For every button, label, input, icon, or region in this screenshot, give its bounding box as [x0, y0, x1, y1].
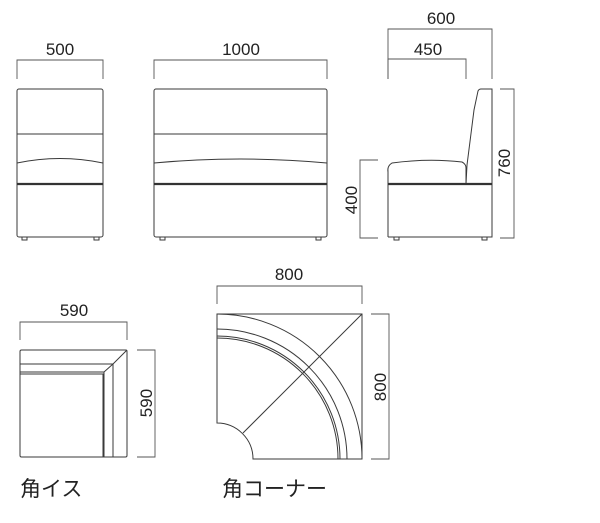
chair-front-view: 500 — [16, 40, 104, 241]
chair-width-label: 500 — [46, 40, 74, 59]
corner-chair-plan: 590 590 角イス — [19, 301, 156, 501]
seat-height-label: 400 — [342, 186, 361, 214]
side-view: 600 450 400 760 — [342, 9, 515, 241]
sofa-width-label: 1000 — [222, 40, 260, 59]
corner-chair-caption: 角イス — [20, 477, 82, 501]
corner-chair-width-label: 590 — [60, 301, 88, 320]
sofa-front-view: 1000 — [153, 40, 328, 241]
corner-unit-caption: 角コーナー — [222, 477, 327, 501]
seat-depth-label: 450 — [414, 40, 442, 59]
corner-unit-plan: 800 800 角コーナー — [216, 265, 390, 501]
corner-chair-depth-label: 590 — [137, 389, 156, 417]
height-label: 760 — [495, 149, 514, 177]
depth-label: 600 — [427, 9, 455, 28]
corner-unit-width-label: 800 — [275, 265, 303, 284]
corner-unit-depth-label: 800 — [371, 373, 390, 401]
